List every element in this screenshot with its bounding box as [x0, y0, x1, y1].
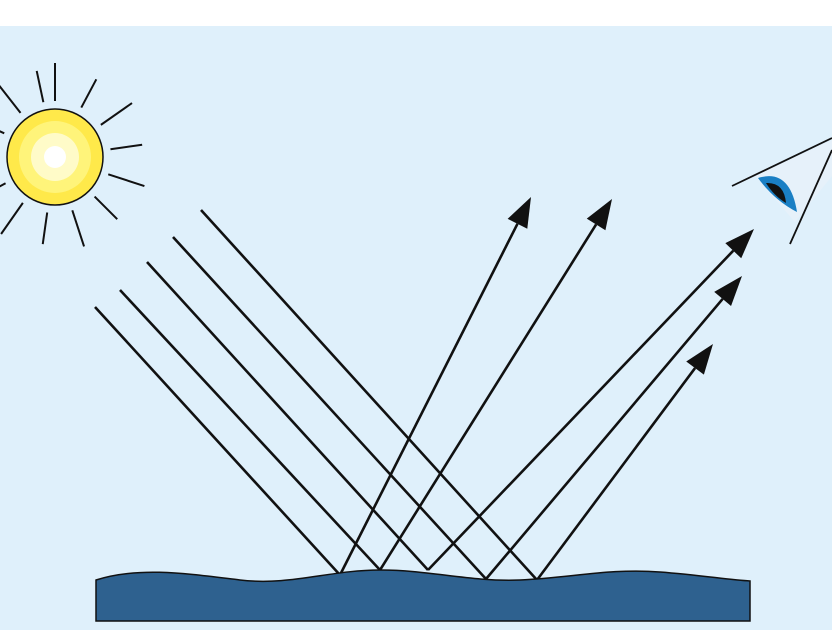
- reflected-rays: [338, 197, 754, 581]
- reflected-ray: [535, 367, 697, 581]
- water-surface: [95, 569, 751, 622]
- eye-icon: [731, 137, 832, 245]
- incident-rays: [94, 209, 538, 581]
- sun-core: [44, 146, 66, 168]
- eye-white: [755, 140, 832, 222]
- reflected-ray: [338, 223, 519, 576]
- sun-ray-line: [80, 78, 98, 109]
- reflected-ray: [378, 223, 598, 571]
- arrowhead-icon: [714, 276, 742, 307]
- arrowhead-icon: [507, 197, 531, 229]
- sun-ray-line: [107, 173, 145, 187]
- sun-ray-line: [0, 202, 24, 235]
- sun-icon: [0, 63, 145, 247]
- eyelid-edge: [789, 149, 832, 245]
- reflected-ray: [427, 249, 735, 571]
- sun-ray-line: [110, 143, 143, 151]
- sun-ray-line: [0, 182, 7, 188]
- sky-background: [0, 26, 832, 630]
- incident-ray: [119, 289, 381, 571]
- sun-ray-line: [41, 212, 49, 245]
- reflected-ray: [485, 298, 724, 580]
- sun-ray-line: [0, 84, 22, 114]
- arrowhead-icon: [725, 229, 754, 259]
- eye-pupil: [766, 182, 786, 203]
- arrowhead-icon: [686, 344, 713, 375]
- eyelid-upper: [731, 137, 832, 187]
- sun-ray-line: [71, 209, 85, 247]
- incident-ray: [200, 209, 538, 581]
- sun-ray-line: [93, 195, 118, 220]
- sun-ray-line: [100, 102, 133, 126]
- sun-ray-line: [35, 70, 45, 103]
- incident-ray: [172, 236, 487, 580]
- sun-rays: [0, 63, 145, 247]
- incident-ray: [146, 261, 429, 571]
- incident-ray: [94, 306, 341, 576]
- arrowhead-icon: [586, 199, 612, 231]
